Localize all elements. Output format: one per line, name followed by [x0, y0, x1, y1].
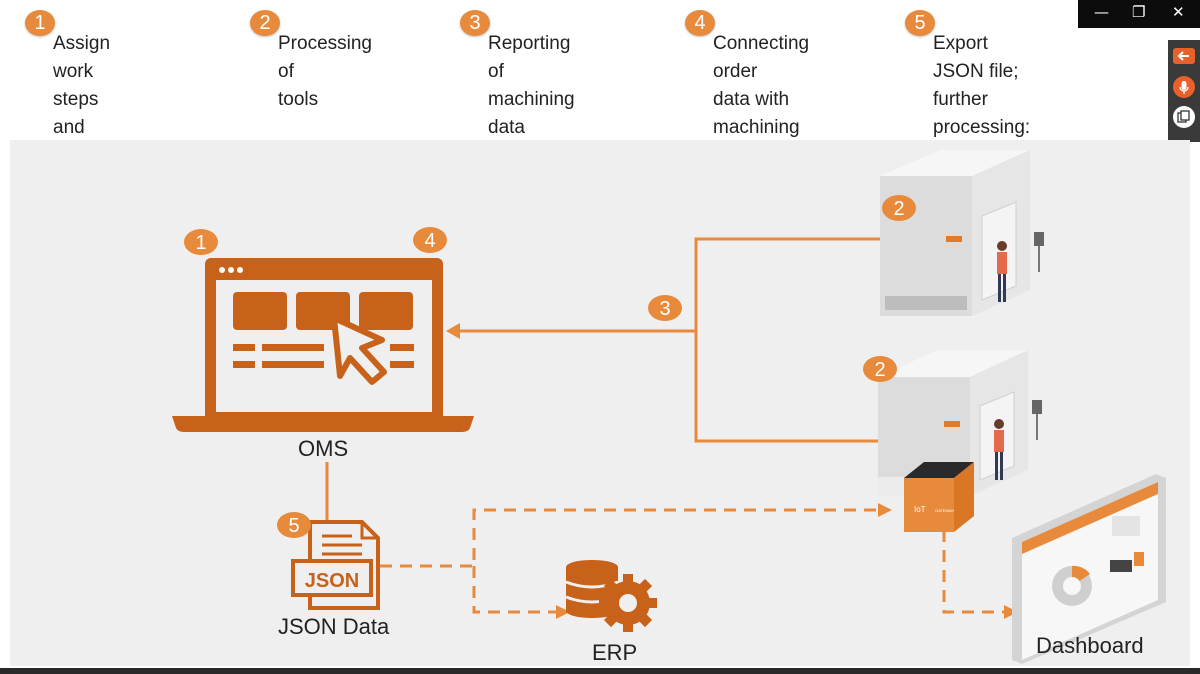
step-badge: 3: [460, 10, 490, 36]
data-flow-dashed: [380, 508, 1006, 614]
badge-json: [277, 512, 311, 538]
machine-tool-icon: [880, 150, 1044, 316]
iot-subtext: GATEWAY: [935, 508, 955, 513]
json-file-text: JSON: [305, 570, 359, 592]
iot-gateway-icon: [904, 462, 974, 532]
json-file-icon: [291, 520, 380, 610]
machine-tool-icon: [878, 350, 1042, 496]
minimize-button[interactable]: —: [1094, 3, 1109, 21]
iot-text: IoT: [914, 505, 926, 514]
window-controls: — ❐ ✕: [1078, 0, 1200, 28]
back-arrow-icon[interactable]: [1173, 48, 1195, 64]
copy-icon[interactable]: [1173, 106, 1195, 128]
step-badge: 4: [685, 10, 715, 36]
dashboard-label: Dashboard: [1036, 633, 1144, 658]
erp-label: ERP: [592, 640, 638, 665]
step-text: Reporting of machining data: [488, 33, 575, 138]
taskbar-strip: [0, 668, 1200, 674]
badge-number: 1: [195, 232, 206, 254]
microphone-icon[interactable]: [1173, 76, 1195, 98]
badge-number: 4: [424, 230, 435, 252]
erp-database-gear-icon: [565, 560, 657, 632]
badge-arrow: [648, 295, 682, 321]
badge-number: 2: [893, 198, 904, 220]
arrowhead-icon: [556, 605, 570, 619]
step-text: Connecting order data with machining dat…: [713, 33, 810, 166]
machining-data-connector: [456, 237, 880, 443]
arrowhead-icon: [878, 503, 892, 517]
arrowhead-icon: [1004, 605, 1018, 619]
oms-label: OMS: [298, 436, 349, 461]
badge-number: 5: [288, 515, 299, 537]
close-button[interactable]: ✕: [1172, 3, 1185, 21]
arrowhead-icon: [446, 323, 460, 339]
step-badge: 1: [25, 10, 55, 36]
step-badge: 5: [905, 10, 935, 36]
badge-machine-bottom: [863, 356, 897, 382]
laptop-icon: [172, 258, 474, 432]
step-text: Processing of tools: [278, 33, 372, 110]
presenter-toolbar: [1168, 40, 1200, 142]
step-badge: 2: [250, 10, 280, 36]
badge-laptop-right: [413, 227, 447, 253]
badge-number: 2: [874, 359, 885, 381]
json-data-label: JSON Data: [278, 614, 390, 639]
badge-laptop-left: [184, 229, 218, 255]
badge-machine-top: [882, 195, 916, 221]
dashboard-screen-icon: [1012, 474, 1166, 664]
badge-number: 3: [659, 298, 670, 320]
restore-button[interactable]: ❐: [1132, 3, 1146, 21]
